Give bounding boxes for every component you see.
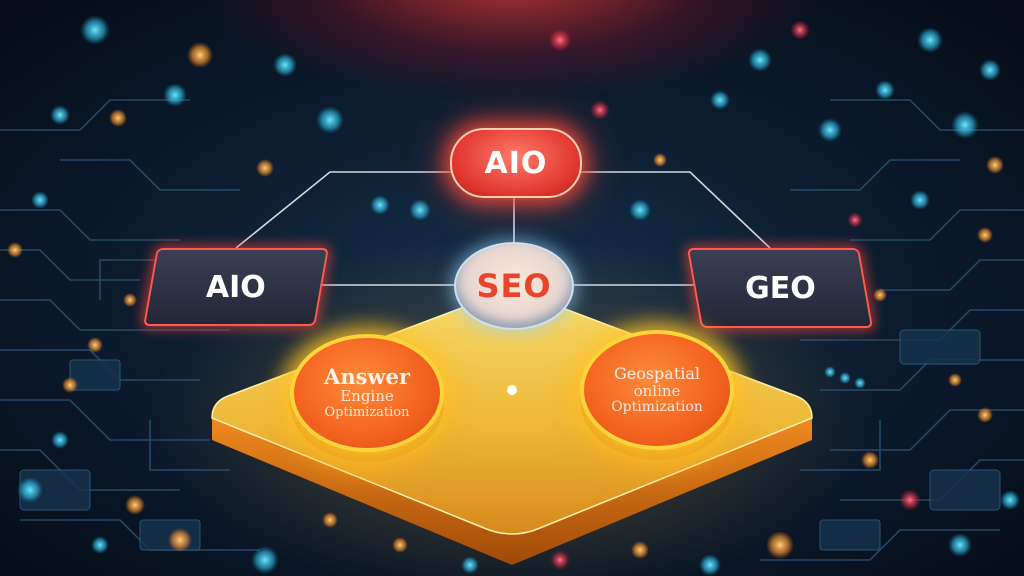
aio-left-node: AIO (143, 248, 329, 326)
optimization-label-left: Optimization (324, 404, 410, 420)
center-dot (507, 385, 517, 395)
answer-engine-optimization-circle: Answer Engine Optimization (290, 334, 444, 452)
geo-node: GEO (686, 248, 874, 328)
seo-center-node: SEO (454, 242, 574, 330)
geospatial-online-optimization-circle: Geospatial online Optimization (580, 330, 734, 450)
online-label: online (633, 381, 681, 400)
answer-label: Answer (324, 363, 410, 389)
gold-platform (211, 293, 813, 565)
optimization-label-right: Optimization (611, 398, 703, 415)
seo-label: SEO (476, 267, 552, 305)
aio-top-label: AIO (484, 145, 548, 181)
aio-top-node: AIO (450, 128, 582, 198)
geospatial-label: Geospatial (613, 363, 701, 383)
engine-label: Engine (340, 386, 394, 405)
bokeh-lights (7, 15, 1020, 576)
aio-left-label: AIO (206, 269, 266, 305)
geo-label: GEO (744, 270, 816, 306)
